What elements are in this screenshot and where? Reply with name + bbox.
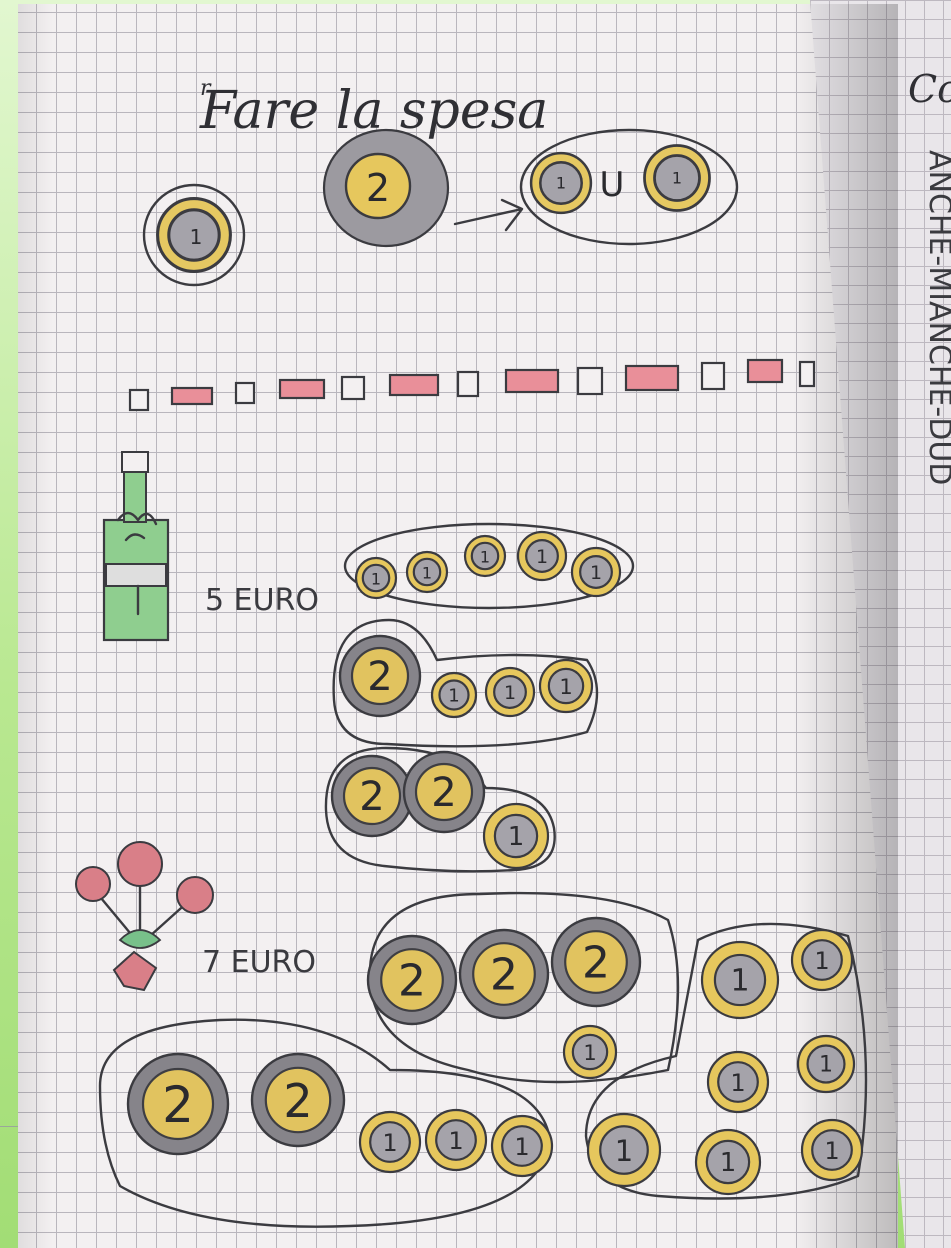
- exchange-arrow: [455, 200, 522, 230]
- svg-text:1: 1: [448, 1127, 463, 1155]
- pattern-row: [130, 360, 814, 410]
- coin-2-euro: 2: [460, 930, 548, 1018]
- svg-text:1: 1: [720, 1148, 737, 1178]
- coin-1-euro: 1: [792, 930, 852, 990]
- svg-text:1: 1: [448, 686, 459, 707]
- svg-text:2: 2: [283, 1074, 312, 1128]
- exchange-result: 1 U 1: [521, 130, 737, 244]
- pattern-empty-cell: [342, 377, 364, 399]
- svg-text:2: 2: [431, 770, 456, 816]
- coin-1-euro: 1: [798, 1036, 854, 1092]
- svg-text:1: 1: [556, 174, 566, 193]
- pattern-filled-cell: [390, 375, 438, 395]
- coin-1-euro: 1: [572, 548, 620, 596]
- svg-text:1: 1: [536, 546, 548, 568]
- coin-1-euro: 1: [360, 1112, 420, 1172]
- svg-text:1: 1: [382, 1129, 397, 1157]
- svg-text:2: 2: [398, 956, 426, 1007]
- coin-2-euro: 2: [368, 936, 456, 1024]
- coin-1-euro: 1: [484, 804, 548, 868]
- coin-2-euro: 2: [252, 1054, 344, 1146]
- coin-1-single: 1: [144, 185, 244, 285]
- svg-text:1: 1: [615, 1134, 633, 1168]
- svg-text:1: 1: [559, 675, 572, 699]
- coin-1-euro: 1: [465, 536, 505, 576]
- svg-text:1: 1: [583, 1041, 596, 1065]
- coin-2-euro: 2: [404, 752, 484, 832]
- pattern-empty-cell: [236, 383, 254, 403]
- coin-1-euro: 1: [407, 552, 447, 592]
- pattern-empty-cell: [702, 363, 724, 389]
- coin-1-euro: 1: [492, 1116, 552, 1176]
- grouping-5x1: 1 1 1 1 1: [345, 524, 633, 608]
- svg-text:2: 2: [366, 166, 390, 210]
- svg-text:1: 1: [814, 947, 829, 975]
- pattern-empty-cell: [800, 362, 814, 386]
- svg-text:1: 1: [672, 169, 682, 188]
- side-title: Co: [908, 67, 951, 111]
- grouping-2-2-1: 2 2 1: [326, 748, 555, 871]
- svg-text:2: 2: [162, 1076, 194, 1134]
- svg-text:1: 1: [819, 1053, 833, 1078]
- pattern-filled-cell: [626, 366, 678, 390]
- coin-1-euro: 1: [426, 1110, 486, 1170]
- side-vertical-text: ANCHE-MIANCHE-DUD: [922, 150, 951, 485]
- oil-bottle-icon: [104, 452, 168, 640]
- pattern-empty-cell: [130, 390, 148, 410]
- coin-2-euro: 2: [552, 918, 640, 1006]
- svg-text:2: 2: [359, 774, 384, 820]
- coin-1-euro: 1: [708, 1052, 768, 1112]
- svg-text:1: 1: [514, 1133, 529, 1161]
- svg-text:1: 1: [190, 225, 203, 249]
- coin-1-euro: 1: [540, 660, 592, 712]
- coin-1-euro: 1: [486, 668, 534, 716]
- grouping-2-2-1-1-1: 2 2 1 1 1: [100, 1020, 552, 1227]
- svg-text:2: 2: [367, 654, 392, 700]
- svg-text:1: 1: [371, 570, 381, 589]
- pattern-filled-cell: [748, 360, 782, 382]
- price-label-7-euro: 7 EURO: [202, 945, 316, 980]
- svg-text:1: 1: [504, 682, 516, 704]
- coin-1-euro: 1: [518, 532, 566, 580]
- svg-text:2: 2: [582, 938, 610, 989]
- svg-text:1: 1: [508, 822, 525, 852]
- pattern-filled-cell: [172, 388, 212, 404]
- coin-1-euro: 1: [564, 1026, 616, 1078]
- pattern-filled-cell: [506, 370, 558, 392]
- coin-1-euro: 1: [696, 1130, 760, 1194]
- grouping-2-1-1-1: 2 1 1 1: [334, 620, 597, 746]
- svg-text:1: 1: [590, 562, 602, 584]
- coin-1-euro: 1: [356, 558, 396, 598]
- coin-1-euro: 1: [588, 1114, 660, 1186]
- coin-1-euro: 1: [432, 673, 476, 717]
- svg-text:1: 1: [730, 964, 749, 999]
- price-label-5-euro: 5 EURO: [205, 583, 319, 618]
- union-mark: U: [600, 165, 625, 205]
- svg-text:1: 1: [422, 564, 432, 583]
- pattern-filled-cell: [280, 380, 324, 398]
- coin-2-euro: 2: [128, 1054, 228, 1154]
- pattern-empty-cell: [458, 372, 478, 396]
- svg-text:1: 1: [824, 1137, 839, 1165]
- svg-text:2: 2: [490, 950, 518, 1001]
- coin-2-euro: 2: [332, 756, 412, 836]
- svg-text:1: 1: [480, 548, 490, 567]
- pattern-empty-cell: [578, 368, 602, 394]
- coin-2-euro: 2: [340, 636, 420, 716]
- flowers-icon: [76, 842, 213, 990]
- coin-2-single: 2: [324, 130, 448, 246]
- coin-1-euro: 1: [702, 942, 778, 1018]
- grouping-2-2-2-1: 2 2 2 1: [368, 893, 678, 1082]
- svg-text:1: 1: [730, 1069, 745, 1097]
- coin-1-euro: 1: [802, 1120, 862, 1180]
